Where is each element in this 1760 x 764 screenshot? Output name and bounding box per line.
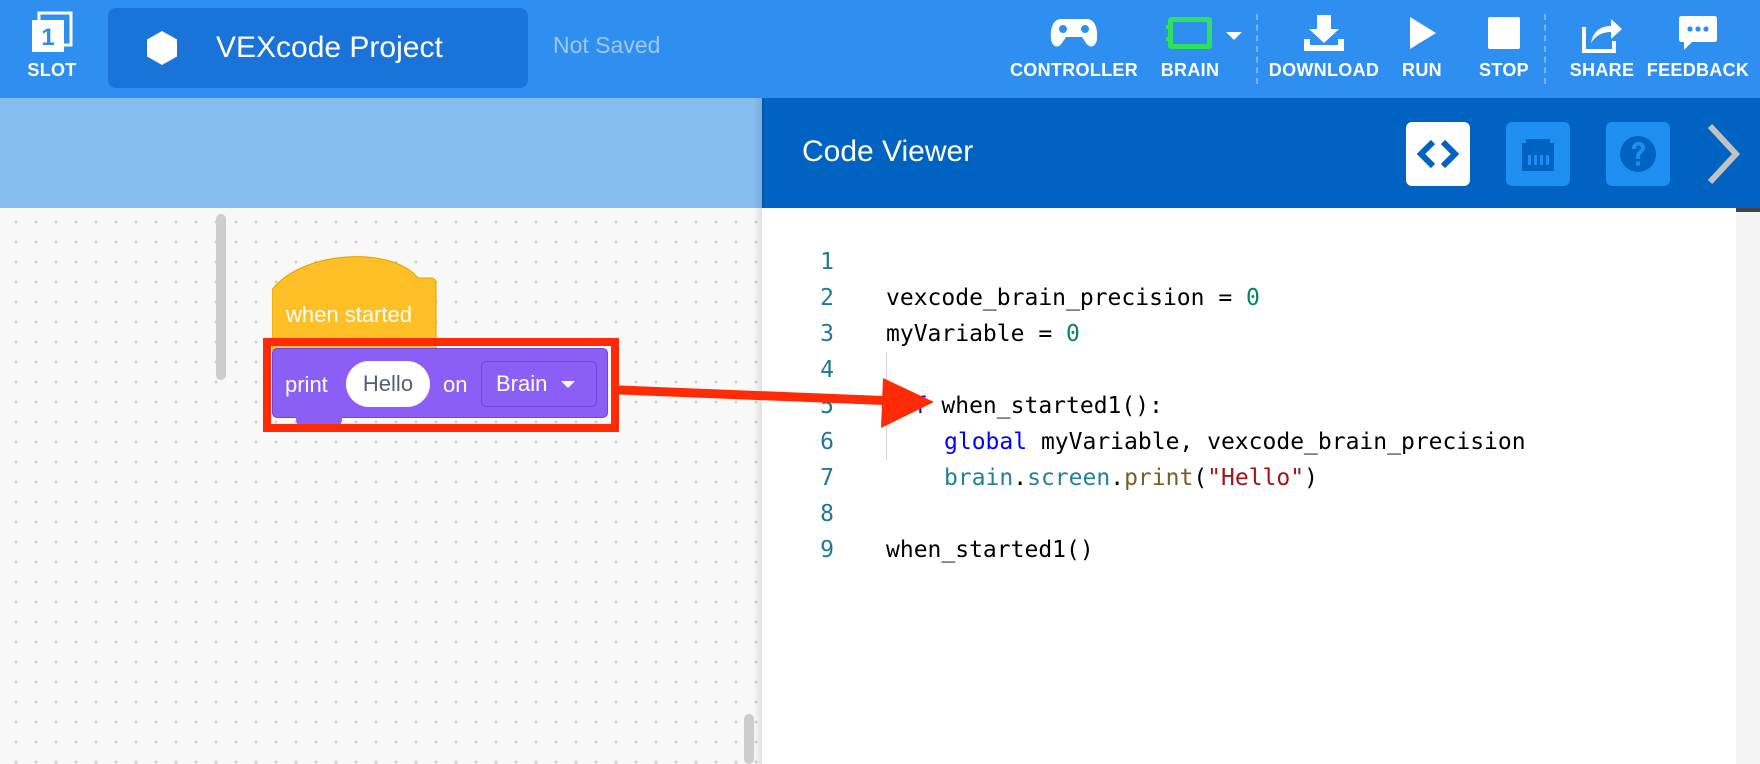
code-viewer-title: Code Viewer: [802, 135, 974, 168]
slot-number: 1: [41, 24, 54, 51]
stop-icon: [1487, 0, 1521, 66]
code-object: brain: [944, 465, 1014, 491]
line-number: 4: [820, 357, 834, 383]
stop-label: STOP: [1479, 60, 1529, 80]
stop-button[interactable]: STOP: [1474, 0, 1534, 98]
code-number: 0: [1246, 285, 1260, 311]
line-number: 3: [820, 321, 834, 347]
workspace-scrollbar[interactable]: [744, 714, 754, 764]
code-viewer-body: [762, 208, 1736, 764]
code-token: vexcode_brain_precision =: [886, 285, 1247, 311]
project-hexagon-icon: [142, 28, 182, 68]
feedback-label: FEEDBACK: [1646, 60, 1750, 80]
code-line: 8 when_started1(): [762, 460, 1732, 563]
save-status: Not Saved: [553, 32, 661, 58]
line-number: 2: [820, 285, 834, 311]
line-number: 1: [820, 249, 834, 275]
code-object: screen: [1027, 465, 1111, 491]
code-viewer-scrollbar[interactable]: [1736, 208, 1760, 764]
highlight-box: [263, 338, 619, 432]
code-token: when_started1():: [927, 393, 1163, 419]
code-text: vexcode_brain_precision = 0: [886, 280, 1260, 316]
workspace-vertical-scrollbar[interactable]: [216, 214, 226, 380]
brain-button[interactable]: BRAIN: [1150, 0, 1230, 98]
code-token: .: [1013, 465, 1028, 491]
panel-shadow: [754, 98, 764, 764]
download-button[interactable]: DOWNLOAD: [1264, 0, 1384, 98]
code-text: myVariable = 0: [886, 316, 1080, 352]
slot-icon: 1: [29, 0, 75, 66]
device-port-icon: [1522, 139, 1554, 171]
dropdown-caret-icon: [561, 380, 576, 388]
device-dropdown-value: Brain: [496, 371, 548, 396]
code-token: myVariable =: [886, 321, 1067, 347]
play-icon: [1406, 0, 1438, 66]
device-dropdown[interactable]: Brain: [481, 361, 597, 407]
collapse-panel-button[interactable]: [1700, 118, 1750, 190]
code-keyword: global: [944, 429, 1028, 455]
code-token: .: [1110, 465, 1125, 491]
line-number: 6: [820, 429, 834, 455]
code-string: "Hello": [1207, 465, 1305, 491]
help-icon: [1620, 136, 1656, 172]
toolbar-divider: [1544, 14, 1546, 84]
line-number: 8: [820, 501, 834, 527]
top-toolbar: 1 SLOT VEXcode Project Not Saved CONTROL…: [0, 0, 1760, 98]
code-line: 9: [762, 496, 1732, 563]
code-number: 0: [1066, 321, 1080, 347]
code-view-button[interactable]: [1406, 122, 1470, 186]
code-line: 2 myVariable = 0: [762, 244, 1732, 347]
code-icon: [1416, 139, 1460, 169]
download-label: DOWNLOAD: [1268, 60, 1380, 80]
code-viewer-scrollbar-edge: [1736, 208, 1760, 212]
code-text: when_started1(): [886, 532, 1094, 568]
feedback-button[interactable]: FEEDBACK: [1646, 0, 1750, 98]
brain-label: BRAIN: [1160, 60, 1220, 80]
code-line: 4 def when_started1():: [762, 316, 1732, 419]
slot-label: SLOT: [27, 60, 77, 80]
code-text: global myVariable, vexcode_brain_precisi…: [944, 424, 1526, 460]
workspace-header: [0, 98, 762, 208]
code-line: 6 brain.screen.print("Hello"): [762, 388, 1732, 491]
run-label: RUN: [1402, 60, 1442, 80]
code-viewer-header: [762, 98, 1760, 208]
on-label: on: [443, 372, 468, 397]
line-number: 7: [820, 465, 834, 491]
controller-button[interactable]: CONTROLLER: [1010, 0, 1138, 98]
toolbar-divider: [1256, 14, 1258, 84]
collapse-chevron-icon: [1707, 123, 1741, 185]
project-name: VEXcode Project: [216, 31, 443, 64]
code-token: (: [1193, 465, 1208, 491]
code-token: myVariable, vexcode_brain_precision: [1027, 429, 1526, 455]
share-label: SHARE: [1569, 60, 1635, 80]
controller-label: CONTROLLER: [1010, 60, 1138, 80]
brain-screen-icon: [1166, 0, 1214, 66]
brain-dropdown-icon[interactable]: [1222, 28, 1246, 44]
code-text: brain.screen.print("Hello"): [944, 460, 1318, 496]
print-text-input[interactable]: Hello: [346, 361, 430, 407]
device-ports-button[interactable]: [1506, 122, 1570, 186]
code-token: ): [1304, 465, 1318, 491]
code-function: print: [1124, 465, 1194, 491]
project-name-field[interactable]: VEXcode Project: [108, 8, 528, 88]
gamepad-icon: [1049, 0, 1099, 66]
print-label: print: [285, 372, 328, 397]
when-started-label: when started: [286, 302, 412, 327]
code-token: when_started1(): [886, 537, 1094, 563]
code-line: 7: [762, 424, 1732, 491]
code-line: 1 vexcode_brain_precision = 0: [762, 208, 1732, 311]
feedback-icon: [1678, 0, 1718, 66]
code-line: 5 global myVariable, vexcode_brain_preci…: [762, 352, 1732, 455]
help-button[interactable]: [1606, 122, 1670, 186]
line-number: 9: [820, 537, 834, 563]
share-button[interactable]: SHARE: [1570, 0, 1634, 98]
run-button[interactable]: RUN: [1396, 0, 1448, 98]
code-line: 3: [762, 280, 1732, 347]
share-icon: [1581, 0, 1623, 66]
download-icon: [1302, 0, 1346, 66]
slot-button[interactable]: 1 SLOT: [24, 0, 80, 98]
